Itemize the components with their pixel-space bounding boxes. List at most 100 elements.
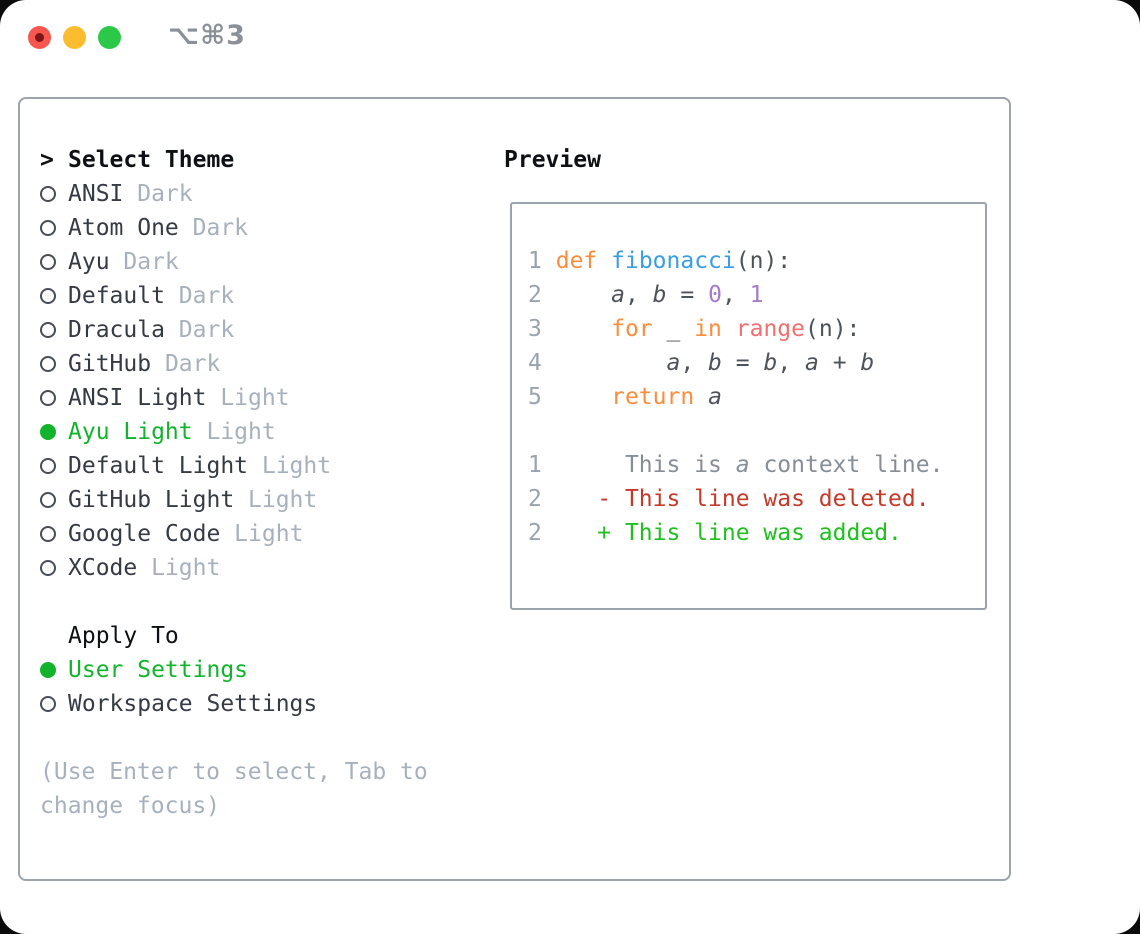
radio-icon <box>40 492 56 508</box>
theme-option-label: Atom One <box>68 215 179 241</box>
theme-option-8[interactable]: Default Light Light <box>40 449 446 483</box>
code-token <box>542 350 667 376</box>
code-token <box>542 384 611 410</box>
preview-code-line-3: 4 a, b = b, a + b <box>528 346 985 380</box>
theme-option-0[interactable]: ANSI Dark <box>40 177 446 211</box>
code-token: def <box>555 248 598 274</box>
code-token <box>542 316 611 342</box>
preview-code-line-7: 2 - This line was deleted. <box>528 482 985 516</box>
radio-icon <box>40 526 56 542</box>
code-token: fibonacci <box>611 248 736 274</box>
radio-icon <box>40 254 56 270</box>
line-number: 3 <box>528 316 542 342</box>
theme-variant-tag: Dark <box>164 317 235 343</box>
code-token: This is <box>624 452 736 478</box>
theme-option-label: Ayu <box>68 249 110 275</box>
code-token <box>542 520 597 546</box>
theme-variant-tag: Dark <box>164 283 235 309</box>
theme-option-10[interactable]: Google Code Light <box>40 517 446 551</box>
apply-to-option-label: User Settings <box>68 657 249 683</box>
code-token: return <box>611 384 695 410</box>
code-token <box>542 486 597 512</box>
code-token: = <box>666 282 709 308</box>
theme-variant-tag: Dark <box>123 181 193 207</box>
line-number: 2 <box>528 486 542 512</box>
radio-icon <box>40 696 56 712</box>
code-token <box>694 384 708 410</box>
radio-icon <box>40 390 56 406</box>
code-token: b <box>763 350 778 376</box>
theme-option-label: Default Light <box>68 453 249 479</box>
theme-option-1[interactable]: Atom One Dark <box>40 211 446 245</box>
preview-code-line-6: 1 This is a context line. <box>528 448 985 482</box>
theme-option-2[interactable]: Ayu Dark <box>40 245 446 279</box>
theme-option-label: ANSI <box>68 181 124 207</box>
select-theme-header-row: > Select Theme <box>40 143 446 177</box>
apply-to-option-1[interactable]: Workspace Settings <box>40 687 446 721</box>
code-token: (n): <box>805 316 861 342</box>
code-token <box>722 316 736 342</box>
radio-icon <box>40 322 56 338</box>
code-token: context line. <box>749 452 944 478</box>
title-bar: ⌥⌘3 <box>0 0 1140 75</box>
theme-option-label: Default <box>68 283 165 309</box>
theme-option-label: Dracula <box>68 317 165 343</box>
apply-to-header-row: Apply To <box>40 619 446 653</box>
code-token: a <box>666 350 681 376</box>
theme-option-3[interactable]: Default Dark <box>40 279 446 313</box>
line-number: 2 <box>528 282 542 308</box>
code-token: in <box>694 316 722 342</box>
theme-variant-tag: Light <box>248 453 332 479</box>
code-token: a <box>735 452 750 478</box>
code-token <box>597 248 611 274</box>
minimize-button[interactable] <box>63 26 86 49</box>
code-token: , <box>680 350 709 376</box>
code-token: a <box>611 282 625 308</box>
theme-option-4[interactable]: Dracula Dark <box>40 313 446 347</box>
code-token <box>542 248 556 274</box>
select-theme-header: Select Theme <box>68 147 235 173</box>
theme-variant-tag: Light <box>137 555 221 581</box>
code-token: (n): <box>735 248 792 274</box>
radio-icon <box>40 458 56 474</box>
theme-option-7[interactable]: Ayu Light Light <box>40 415 446 449</box>
zoom-button[interactable] <box>98 26 121 49</box>
radio-selected-icon <box>40 424 56 440</box>
theme-variant-tag: Dark <box>178 215 249 241</box>
close-button[interactable] <box>28 26 51 49</box>
code-token: a <box>805 350 819 376</box>
code-token: , <box>624 282 653 308</box>
code-token: + This line was added. <box>597 520 902 546</box>
code-token <box>542 452 625 478</box>
theme-variant-tag: Light <box>220 521 304 547</box>
theme-option-5[interactable]: GitHub Dark <box>40 347 446 381</box>
code-token: - This line was deleted. <box>597 486 930 512</box>
theme-option-11[interactable]: XCode Light <box>40 551 446 585</box>
line-number: 1 <box>528 452 542 478</box>
code-token: b <box>708 350 722 376</box>
traffic-lights <box>28 26 121 49</box>
theme-option-label: XCode <box>68 555 138 581</box>
code-token: for <box>611 316 653 342</box>
theme-variant-tag: Dark <box>109 249 179 275</box>
code-token: , <box>721 282 750 308</box>
code-token: + <box>818 350 861 376</box>
apply-to-option-label: Workspace Settings <box>68 691 318 717</box>
theme-option-6[interactable]: ANSI Light Light <box>40 381 446 415</box>
preview-code-line-4: 5 return a <box>528 380 985 414</box>
radio-icon <box>40 560 56 576</box>
code-token: b <box>860 350 875 376</box>
theme-option-9[interactable]: GitHub Light Light <box>40 483 446 517</box>
apply-to-option-0[interactable]: User Settings <box>40 653 446 687</box>
theme-option-label: GitHub Light <box>68 487 235 513</box>
theme-option-label: Ayu Light <box>68 419 193 445</box>
code-token: , <box>777 350 806 376</box>
code-token: 1 <box>749 282 764 308</box>
radio-icon <box>40 186 56 202</box>
code-token: _ <box>652 316 695 342</box>
code-token: = <box>721 350 764 376</box>
theme-variant-tag: Light <box>206 385 290 411</box>
